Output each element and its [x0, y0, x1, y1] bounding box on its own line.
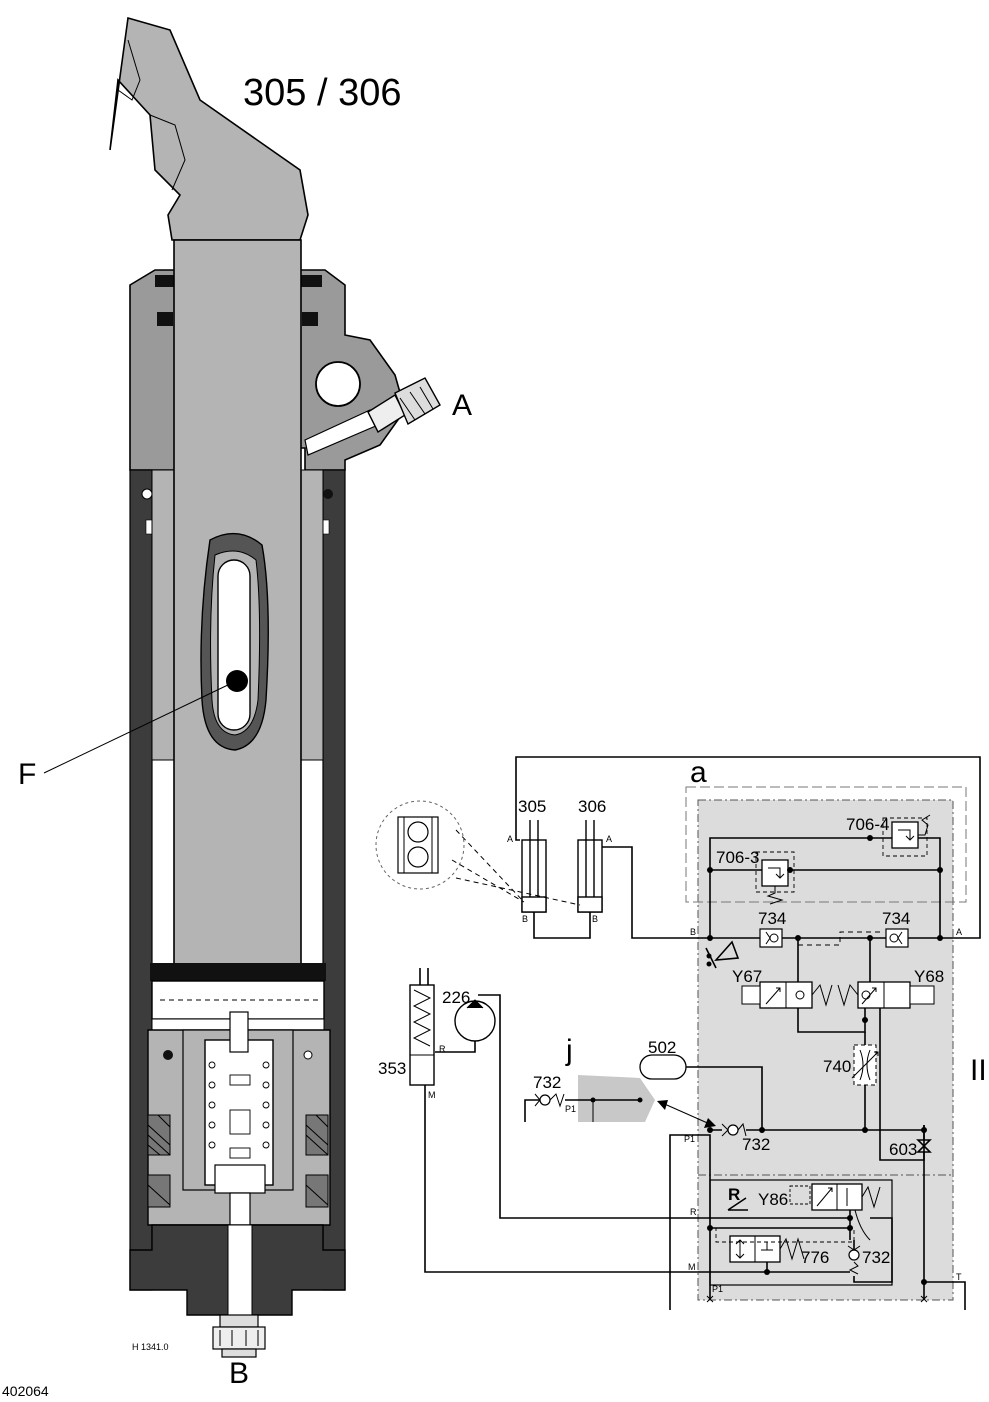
label-port-b: B	[229, 1357, 249, 1390]
port-r-226: R	[439, 1044, 446, 1054]
valve-y86	[727, 1183, 881, 1241]
label-region-a: a	[690, 756, 707, 789]
label-740: 740	[823, 1057, 851, 1076]
check-732-low	[847, 1217, 893, 1283]
port-b-306: B	[592, 914, 598, 924]
port-p1-bottom: P1	[712, 1284, 723, 1294]
component-502	[639, 1054, 687, 1080]
port-a-306: A	[606, 834, 612, 844]
rod-head	[109, 16, 309, 241]
accumulator-353	[409, 968, 850, 1273]
point-f-dot	[226, 670, 248, 692]
label-r-symbol: R	[728, 1185, 740, 1204]
valve-y68	[837, 938, 935, 1161]
hatched-seals	[147, 1114, 329, 1208]
pump-226	[435, 994, 850, 1219]
throttle-740	[851, 1044, 879, 1086]
port-m-353: M	[428, 1090, 436, 1100]
label-y68: Y68	[914, 967, 944, 986]
label-603: 603	[889, 1140, 917, 1159]
hydraulic-schematic	[375, 756, 981, 1310]
label-y67: Y67	[732, 967, 762, 986]
port-m-block: M	[688, 1262, 696, 1272]
check-734-left	[759, 928, 783, 948]
label-706-4: 706-4	[846, 815, 889, 834]
label-732-left: 732	[533, 1073, 561, 1092]
check-732-mid	[721, 1122, 747, 1137]
drawing-number: H 1341.0	[132, 1342, 169, 1352]
port-b-fitting	[212, 1314, 266, 1358]
label-circuit-iii: III	[970, 1054, 989, 1087]
label-point-f: F	[18, 758, 36, 791]
port-b-305: B	[522, 914, 528, 924]
label-706-3: 706-3	[716, 848, 759, 867]
sensor-icon	[705, 940, 740, 969]
valve-y67	[741, 938, 866, 1033]
leader-f	[43, 682, 233, 774]
label-port-a: A	[452, 389, 472, 422]
label-776: 776	[801, 1248, 829, 1267]
label-226: 226	[442, 988, 470, 1007]
valve-603	[916, 1125, 932, 1300]
label-305: 305	[518, 797, 546, 816]
control-block	[697, 799, 954, 1301]
port-a-fitting	[367, 377, 441, 434]
port-b-block: B	[690, 927, 696, 937]
label-734-right: 734	[882, 909, 910, 928]
port-t-bottom: T	[956, 1272, 962, 1282]
label-y86: Y86	[758, 1190, 788, 1209]
port-p1-j: P1	[565, 1104, 576, 1114]
cylinder-305	[521, 820, 547, 913]
boss-hole	[315, 361, 361, 407]
port-a-305: A	[507, 834, 513, 844]
label-732-mid: 732	[742, 1135, 770, 1154]
port-a-block: A	[956, 927, 962, 937]
cylinder-section	[43, 16, 441, 1358]
figure-title: 305 / 306	[243, 72, 401, 114]
valve-706-4	[867, 814, 931, 857]
region-a	[685, 786, 967, 903]
label-732-low: 732	[862, 1248, 890, 1267]
label-306: 306	[578, 797, 606, 816]
region-j-shading	[578, 1075, 655, 1122]
label-502: 502	[648, 1038, 676, 1057]
label-region-j: j	[565, 1034, 573, 1067]
label-734-left: 734	[758, 909, 786, 928]
check-732-left	[524, 1093, 643, 1122]
valve-776	[707, 1225, 855, 1275]
cylinder-306	[577, 820, 603, 913]
port-r-block: R	[690, 1207, 697, 1217]
valve-706-3	[755, 851, 795, 905]
port-p1-block: P1	[684, 1134, 695, 1144]
label-353: 353	[378, 1059, 406, 1078]
figure-number: 402064	[2, 1383, 49, 1397]
check-734-right	[885, 928, 909, 948]
